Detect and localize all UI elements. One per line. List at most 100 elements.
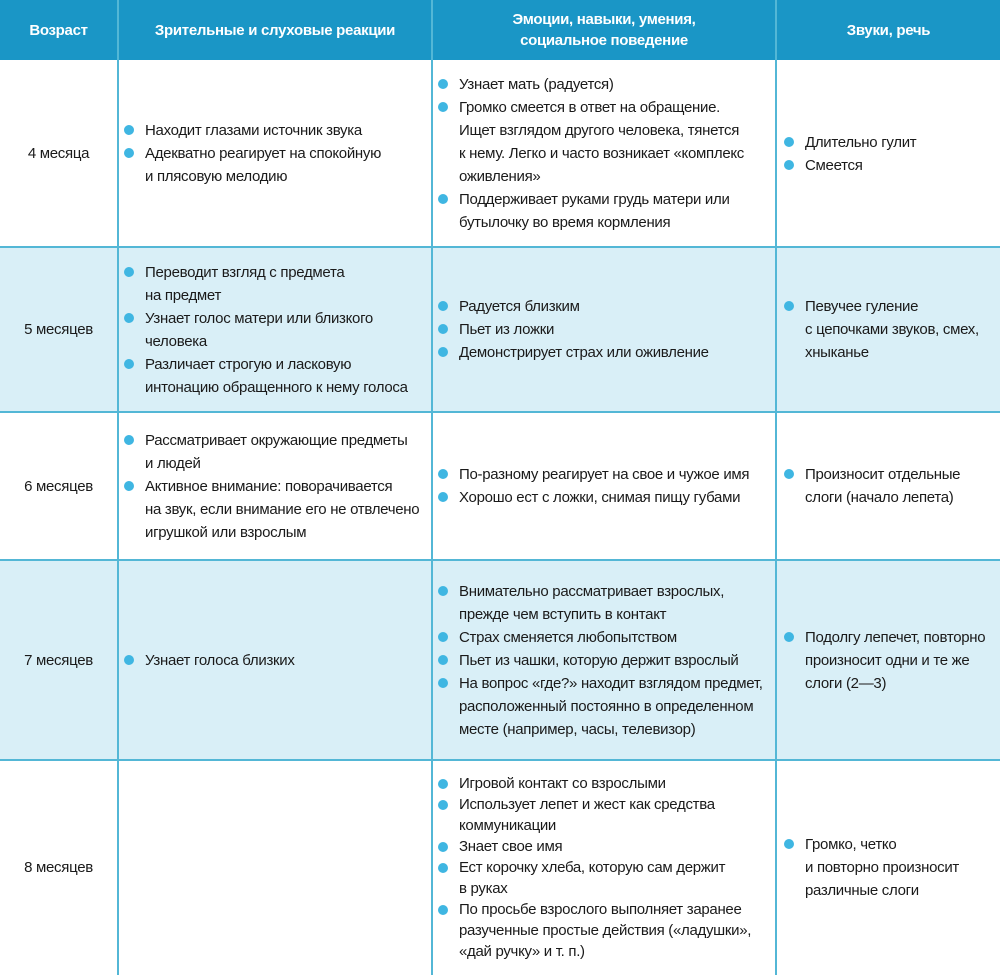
list-item-text: Узнает голоса близких [145, 651, 295, 669]
list-item: Поддерживает руками грудь матери или бут… [435, 188, 773, 234]
list-item: Певучее гуление с цепочками звуков, смех… [781, 295, 998, 364]
sounds-list: Подолгу лепечет, повторно произносит одн… [781, 626, 998, 695]
bullet-icon [438, 301, 448, 311]
list-item-text: На вопрос «где?» находит взглядом предме… [459, 674, 763, 738]
list-item: Переводит взгляд с предмета на предмет [121, 261, 429, 307]
list-item: Демонстрирует страх или оживление [435, 341, 773, 364]
sounds-cell: Подолгу лепечет, повторно произносит одн… [781, 560, 998, 760]
bullet-icon [438, 79, 448, 89]
list-item: Узнает голоса близких [121, 649, 429, 672]
list-item-text: Поддерживает руками грудь матери или бут… [459, 191, 730, 231]
table-row [0, 560, 1000, 760]
bullet-icon [438, 863, 448, 873]
list-item: Знает свое имя [435, 836, 773, 857]
list-item: Внимательно рассматривает взрослых, преж… [435, 580, 773, 626]
header-age: Возраст [29, 21, 88, 39]
list-item-text: Ест корочку хлеба, которую сам держит в … [459, 859, 726, 897]
visual-cell: Узнает голоса близких [121, 560, 429, 760]
age-cell: 4 месяца [27, 145, 90, 162]
list-item: Рассматривает окружающие предметы и люде… [121, 429, 429, 475]
list-item: Ест корочку хлеба, которую сам держит в … [435, 857, 773, 899]
visual-list: Узнает голоса близких [121, 649, 429, 672]
list-item-text: Страх сменяется любопытством [459, 628, 677, 646]
visual-cell [121, 760, 429, 975]
list-item: Находит глазами источник звука [121, 119, 429, 142]
bullet-icon [438, 654, 448, 665]
bullet-icon [438, 905, 448, 915]
header-sounds-speech: Звуки, речь [846, 21, 931, 39]
list-item: На вопрос «где?» находит взглядом предме… [435, 672, 773, 741]
list-item: Различает строгую и ласковую интонацию о… [121, 353, 429, 399]
bullet-icon [124, 148, 134, 158]
list-item-text: По просьбе взрослого выполняет заранее р… [459, 901, 752, 960]
list-item: Подолгу лепечет, повторно произносит одн… [781, 626, 998, 695]
bullet-icon [438, 779, 448, 789]
bullet-icon [438, 842, 448, 852]
emotions-list: Узнает мать (радуется)Громко смеется в о… [435, 73, 773, 234]
table-header: Возраст Зрительные и слуховые реакции Эм… [0, 0, 1000, 60]
list-item-text: Знает свое имя [459, 838, 563, 855]
sounds-cell: Произносит отдельные слоги (начало лепет… [781, 412, 998, 560]
list-item: Адекватно реагирует на спокойную и плясо… [121, 142, 429, 188]
bullet-icon [784, 301, 794, 311]
sounds-cell: Громко, четко и повторно произносит разл… [781, 760, 998, 975]
list-item-text: Узнает мать (радуется) [459, 76, 614, 93]
list-item-text: Активное внимание: поворачивается на зву… [145, 477, 420, 541]
list-item: По-разному реагирует на свое и чужое имя [435, 463, 773, 486]
bullet-icon [124, 434, 134, 445]
visual-cell: Рассматривает окружающие предметы и люде… [121, 412, 429, 560]
bullet-icon [124, 125, 134, 135]
list-item-text: Смеется [805, 156, 863, 174]
age-cell: 5 месяцев [24, 321, 93, 338]
list-item: Радуется близким [435, 295, 773, 318]
sounds-list: Произносит отдельные слоги (начало лепет… [781, 463, 998, 509]
sounds-list: Громко, четко и повторно произносит разл… [781, 833, 998, 902]
emotions-cell: По-разному реагирует на свое и чужое имя… [435, 412, 773, 560]
list-item-text: Различает строгую и ласковую интонацию о… [145, 355, 408, 396]
list-item: Использует лепет и жест как средства ком… [435, 794, 773, 836]
list-item-text: Громко, четко и повторно произносит разл… [805, 836, 959, 899]
bullet-icon [438, 677, 448, 688]
list-item: Длительно гулит [781, 131, 998, 154]
bullet-icon [438, 102, 448, 112]
bullet-icon [124, 480, 134, 491]
list-item-text: Находит глазами источник звука [145, 122, 362, 139]
bullet-icon [784, 136, 794, 147]
list-item-text: Рассматривает окружающие предметы и люде… [145, 431, 408, 472]
bullet-icon [438, 631, 448, 642]
bullet-icon [438, 492, 448, 502]
bullet-icon [438, 347, 448, 357]
list-item-text: Адекватно реагирует на спокойную и плясо… [145, 145, 382, 185]
bullet-icon [438, 800, 448, 810]
list-item: Узнает голос матери или близкого человек… [121, 307, 429, 353]
bullet-icon [784, 469, 794, 479]
list-item-text: Демонстрирует страх или оживление [459, 344, 709, 361]
list-item-text: По-разному реагирует на свое и чужое имя [459, 466, 750, 483]
header-visual-auditory: Зрительные и слуховые реакции [154, 21, 396, 39]
list-item: Активное внимание: поворачивается на зву… [121, 475, 429, 544]
list-item-text: Радуется близким [459, 298, 580, 315]
list-item-text: Внимательно рассматривает взрослых, преж… [459, 582, 725, 623]
visual-list: Рассматривает окружающие предметы и люде… [121, 429, 429, 544]
list-item-text: Певучее гуление с цепочками звуков, смех… [805, 298, 979, 361]
sounds-cell: Певучее гуление с цепочками звуков, смех… [781, 247, 998, 412]
list-item-text: Подолгу лепечет, повторно произносит одн… [805, 628, 986, 692]
list-item: Пьет из чашки, которую держит взрослый [435, 649, 773, 672]
list-item: Произносит отдельные слоги (начало лепет… [781, 463, 998, 509]
bullet-icon [438, 585, 448, 596]
list-item-text: Пьет из ложки [459, 321, 555, 338]
sounds-list: Певучее гуление с цепочками звуков, смех… [781, 295, 998, 364]
list-item: По просьбе взрослого выполняет заранее р… [435, 899, 773, 962]
list-item-text: Длительно гулит [805, 133, 917, 151]
bullet-icon [438, 469, 448, 479]
age-cell: 8 месяцев [24, 859, 93, 876]
emotions-list: Внимательно рассматривает взрослых, преж… [435, 580, 773, 741]
list-item: Узнает мать (радуется) [435, 73, 773, 96]
